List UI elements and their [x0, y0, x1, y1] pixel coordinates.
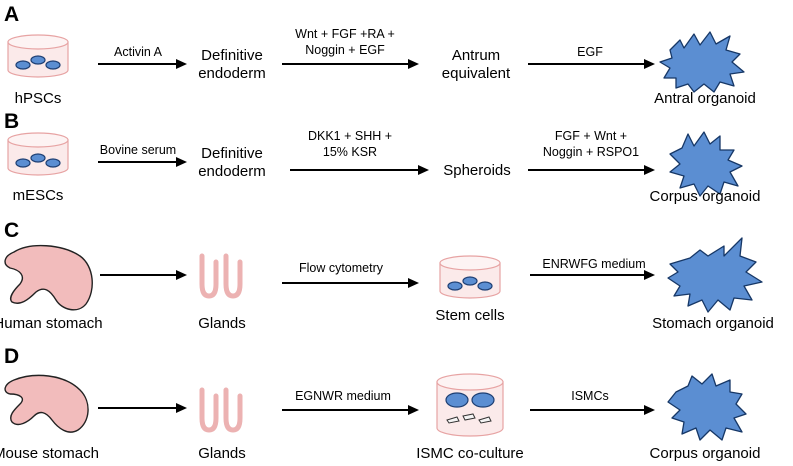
- petri-dish-icon: [439, 255, 501, 299]
- panel-letter-c: C: [4, 219, 19, 242]
- node-stem-cells: Stem cells: [435, 307, 504, 324]
- mouse-stomach-icon: [4, 374, 89, 433]
- arrow-label-bovine-serum: Bovine serum: [100, 143, 176, 157]
- end-label-stomach-organoid: Stomach organoid: [652, 315, 774, 332]
- panel-d: D Mouse stomach Glands EGNWR medium ISMC…: [0, 345, 760, 462]
- end-label-antral-organoid: Antral organoid: [654, 90, 756, 107]
- gland-icon: [199, 253, 243, 299]
- end-label-corpus-organoid: Corpus organoid: [650, 188, 761, 205]
- petri-dish-icon: [7, 34, 69, 78]
- start-label-mouse-stomach: Mouse stomach: [0, 445, 99, 462]
- node-glands: Glands: [198, 445, 246, 462]
- panel-letter-a: A: [4, 3, 19, 26]
- node-definitive-endoderm-line2: endoderm: [198, 163, 266, 180]
- arrow-label-activin-a: Activin A: [114, 45, 163, 59]
- arrow-b2: [290, 165, 429, 175]
- node-ismc-coculture: ISMC co-culture: [416, 445, 524, 462]
- corpus-organoid-icon: [667, 373, 747, 441]
- node-spheroids: Spheroids: [443, 162, 511, 179]
- arrow-d2: [282, 405, 419, 415]
- node-glands: Glands: [198, 315, 246, 332]
- coculture-dish-icon: [436, 373, 504, 437]
- arrow-label-dkk1-shh: DKK1 + SHH +: [308, 129, 392, 143]
- stomach-organoid-icon: [667, 237, 763, 313]
- arrow-d1: [98, 403, 187, 413]
- panel-b: B mESCs Bovine serum Definitive endoderm…: [4, 110, 760, 205]
- arrow-label-15-ksr: 15% KSR: [323, 145, 377, 159]
- arrow-b3: [528, 165, 655, 175]
- arrow-label-egnwr-medium: EGNWR medium: [295, 389, 391, 403]
- start-label-hpscs: hPSCs: [15, 90, 62, 107]
- arrow-c2: [282, 278, 419, 288]
- arrow-label-enrwfg-medium: ENRWFG medium: [542, 257, 645, 271]
- antral-organoid-icon: [659, 31, 745, 93]
- arrow-c3: [530, 270, 655, 280]
- node-definitive-endoderm-line2: endoderm: [198, 65, 266, 82]
- node-antrum-equivalent-line2: equivalent: [442, 65, 511, 82]
- arrow-label-egf: EGF: [577, 45, 603, 59]
- arrow-label-noggin-egf: Noggin + EGF: [305, 43, 385, 57]
- arrow-b1: [98, 157, 187, 167]
- arrow-label-flow-cytometry: Flow cytometry: [299, 261, 384, 275]
- arrow-c1: [100, 270, 187, 280]
- petri-dish-icon: [7, 132, 69, 176]
- arrow-a1: [98, 59, 187, 69]
- panel-letter-d: D: [4, 345, 19, 368]
- start-label-human-stomach: Human stomach: [0, 315, 103, 332]
- node-definitive-endoderm-line1: Definitive: [201, 47, 263, 64]
- end-label-corpus-organoid: Corpus organoid: [650, 445, 761, 462]
- arrow-a3: [528, 59, 655, 69]
- gland-icon: [199, 387, 243, 433]
- arrow-label-noggin-rspo1: Noggin + RSPO1: [543, 145, 639, 159]
- human-stomach-icon: [4, 244, 93, 311]
- arrow-label-ismcs: ISMCs: [571, 389, 609, 403]
- arrow-label-fgf-wnt: FGF + Wnt +: [555, 129, 627, 143]
- arrow-d3: [530, 405, 655, 415]
- corpus-organoid-icon: [669, 131, 743, 197]
- node-definitive-endoderm-line1: Definitive: [201, 145, 263, 162]
- panel-c: C Human stomach Glands Flow cytometry St…: [0, 219, 774, 332]
- node-antrum-equivalent-line1: Antrum: [452, 47, 500, 64]
- panel-a: A hPSCs Activin A Definitive endoderm Wn…: [4, 3, 756, 107]
- arrow-a2: [282, 59, 419, 69]
- start-label-mescs: mESCs: [13, 187, 64, 204]
- panel-letter-b: B: [4, 110, 19, 133]
- arrow-label-wnt-fgf-ra: Wnt + FGF +RA +: [295, 27, 395, 41]
